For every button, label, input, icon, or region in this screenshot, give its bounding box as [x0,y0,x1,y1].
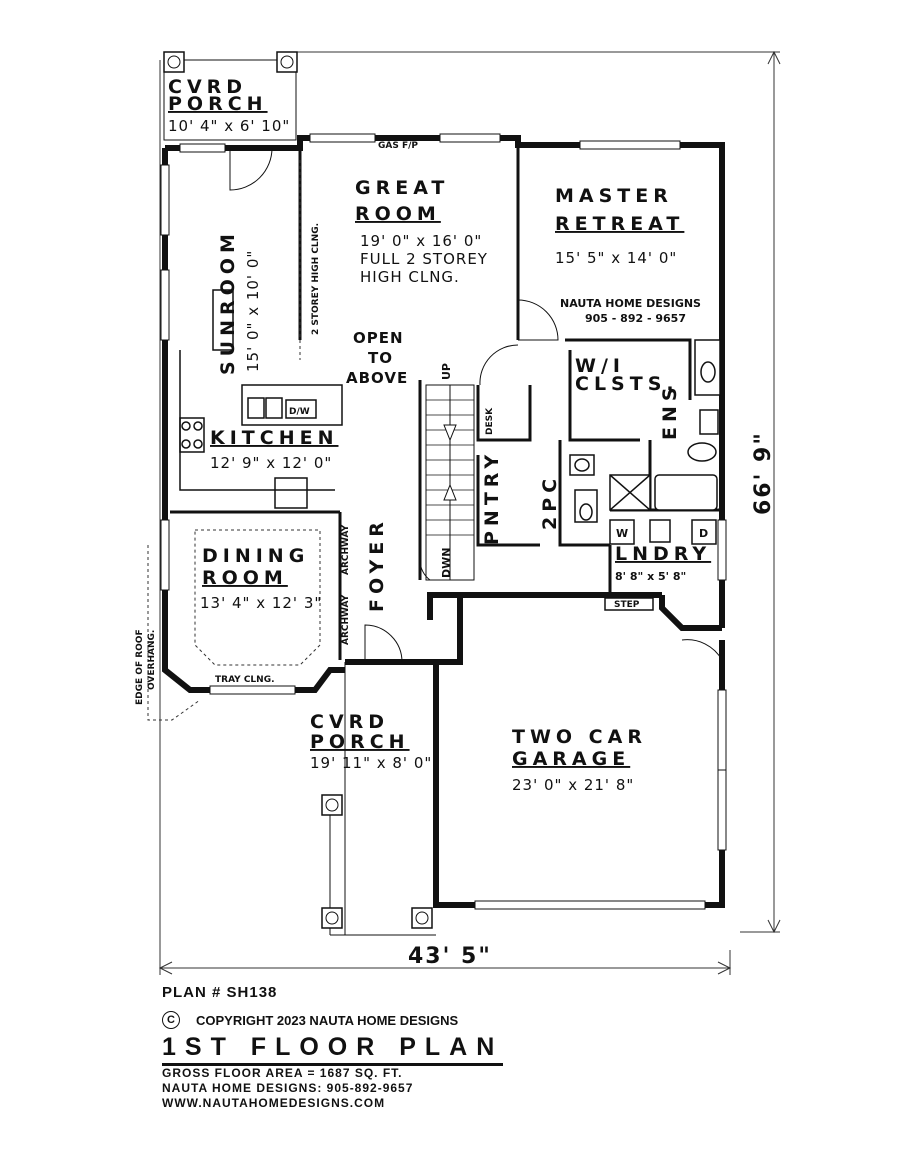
roof-overhang [147,545,201,721]
kitchen-label: KITCHEN [210,427,338,449]
stairs [425,384,475,581]
open-to-above-3: ABOVE [346,369,408,387]
bath-fixtures [569,339,721,523]
company-phone: 905 - 892 - 9657 [585,312,686,325]
master-size: 15' 5" x 14' 0" [555,249,677,267]
gross-area: GROSS FLOOR AREA = 1687 SQ. FT. [162,1066,403,1080]
front-porch-structure [321,662,436,936]
copyright-text: COPYRIGHT 2023 NAUTA HOME DESIGNS [196,1012,459,1028]
great-room-note-2: HIGH CLNG. [360,268,460,286]
garage-label-2: GARAGE [512,748,630,770]
laundry-appliances [604,519,717,611]
top-porch-label-2: PORCH [168,93,268,115]
dryer-label: D [699,527,708,540]
dw-label: D/W [289,407,310,417]
plan-title: 1ST FLOOR PLAN [162,1033,504,1066]
company-label: NAUTA HOME DESIGNS [560,297,701,310]
top-porch [163,51,298,141]
sunroom-label: SUNROOM [217,229,239,375]
plan-footer: PLAN # SH138 C COPYRIGHT 2023 NAUTA HOME… [162,984,582,1111]
laundry-label: LNDRY [615,543,711,565]
washer-label: W [616,527,628,540]
master-label-2: RETREAT [555,213,684,235]
plan-number: PLAN # SH138 [162,984,278,1001]
open-to-above-2: TO [368,349,393,367]
foyer-label: FOYER [366,517,388,612]
great-room-note-1: FULL 2 STOREY [360,250,488,268]
walk-in-label-2: CLSTS. [575,373,679,395]
two-storey-note: 2 STOREY HIGH CLNG. [311,223,321,335]
dimension-lines [158,50,781,975]
website-line: WWW.NAUTAHOMEDESIGNS.COM [162,1096,386,1110]
gas-fp-label: GAS F/P [378,141,418,151]
garage-size: 23' 0" x 21' 8" [512,776,634,794]
dining-size: 13' 4" x 12' 3" [200,594,322,612]
windows [160,133,727,910]
top-porch-label-1: CVRD [168,76,247,98]
kitchen-fixtures [179,289,343,509]
walk-in-label-1: W/I [575,355,625,377]
doors [229,147,723,663]
tray-label: TRAY CLNG. [215,675,275,685]
top-porch-size: 10' 4" x 6' 10" [168,117,290,135]
laundry-size: 8' 8" x 5' 8" [615,570,686,583]
overall-width: 43' 5" [408,944,492,969]
dining-label-2: ROOM [202,567,288,589]
garage-label-1: TWO CAR [512,726,647,748]
step-label: STEP [614,600,640,610]
powder-label: 2PC [539,474,561,530]
copyright-line: C COPYRIGHT 2023 NAUTA HOME DESIGNS [162,1011,582,1029]
contact-line: NAUTA HOME DESIGNS: 905-892-9657 [162,1081,414,1095]
archway-label-2: ARCHWAY [341,594,351,645]
front-porch-label-1: CVRD [310,711,389,733]
great-room-label-1: GREAT [355,177,449,199]
overall-depth: 66' 9" [751,431,776,515]
copyright-icon: C [162,1011,180,1029]
desk-label: DESK [485,407,495,435]
archway-label-1: ARCHWAY [341,524,351,575]
dining-label-1: DINING [202,545,309,567]
stair-down-label: DWN [440,548,453,578]
front-porch-label-2: PORCH [310,731,410,753]
edge-label-2: OVERHANG. [147,630,157,690]
stair-up-label: UP [440,363,453,380]
sunroom-size: 15' 0" x 10' 0" [244,250,262,372]
pantry-label: PNTRY [481,450,503,545]
master-label-1: MASTER [555,185,673,207]
ensuite-label: ENS [659,382,681,440]
edge-label-1: EDGE OF ROOF [135,629,145,705]
dining-tray [194,160,321,666]
great-room-size: 19' 0" x 16' 0" [360,232,482,250]
front-porch-size: 19' 11" x 8' 0" [310,754,432,772]
kitchen-size: 12' 9" x 12' 0" [210,454,332,472]
open-to-above-1: OPEN [353,329,404,347]
great-room-label-2: ROOM [355,203,441,225]
